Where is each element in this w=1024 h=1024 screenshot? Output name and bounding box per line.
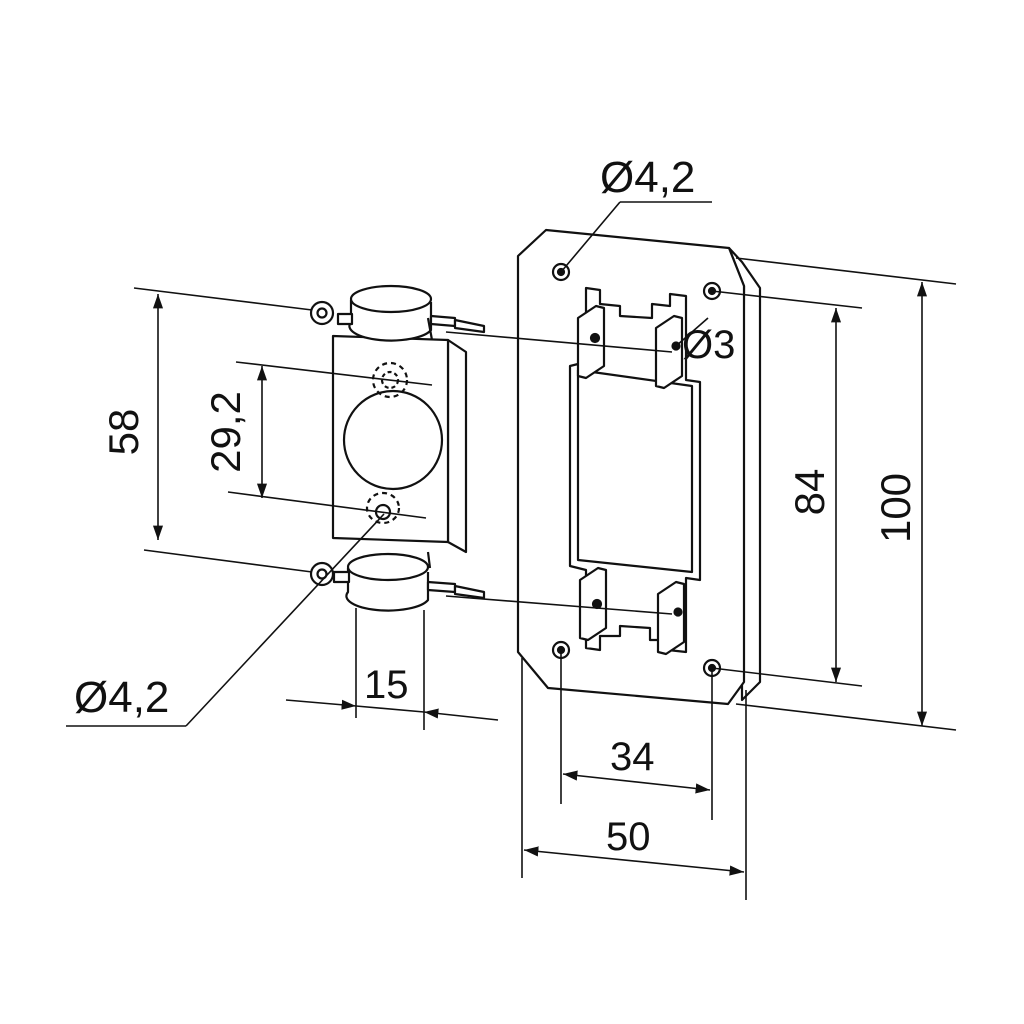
label-dim-84: 84	[786, 469, 833, 516]
tab-bottom-right-hole	[673, 607, 683, 617]
socket-upper-hole-inner	[380, 370, 400, 390]
top-contact-leg	[426, 317, 434, 341]
label-dim-50: 50	[606, 815, 651, 859]
label-dim-34: 34	[610, 735, 655, 779]
dimension-lines	[66, 201, 957, 900]
socket-center-hole	[342, 389, 444, 491]
mounting-plate-part	[516, 228, 762, 706]
top-contact-shaft	[336, 312, 354, 326]
plate-window	[576, 368, 694, 574]
tab-top-left	[576, 304, 606, 380]
top-contact-pin	[453, 318, 486, 334]
label-hole-dia-small: Ø3	[682, 323, 735, 367]
bottom-contact-shaft	[332, 570, 351, 584]
label-dim-100: 100	[872, 473, 919, 543]
tab-bottom-left-hole	[591, 598, 603, 610]
tab-bottom-right	[656, 580, 686, 656]
label-dim-15: 15	[364, 663, 409, 707]
tab-top-left-hole	[589, 332, 601, 344]
socket-upper-hole-hidden	[371, 361, 409, 399]
top-contact-cap	[349, 284, 433, 314]
label-dim-58: 58	[100, 409, 147, 456]
top-contact-eyelet-hole	[316, 307, 328, 319]
socket-plate-edge	[446, 338, 468, 554]
bottom-contact-eyelet-hole	[316, 568, 328, 580]
bottom-contact-leg	[426, 551, 432, 569]
label-dim-29-2: 29,2	[202, 391, 249, 473]
bottom-contact-cap	[346, 552, 430, 582]
top-contact-tab	[429, 314, 457, 328]
label-hole-dia-top: Ø4,2	[600, 153, 695, 202]
socket-lower-hole-hidden	[365, 491, 401, 525]
bottom-contact-pin	[453, 584, 486, 600]
lamp-socket-part	[309, 284, 486, 612]
bottom-contact-tab	[426, 580, 457, 594]
label-hole-dia-left: Ø4,2	[74, 673, 169, 722]
